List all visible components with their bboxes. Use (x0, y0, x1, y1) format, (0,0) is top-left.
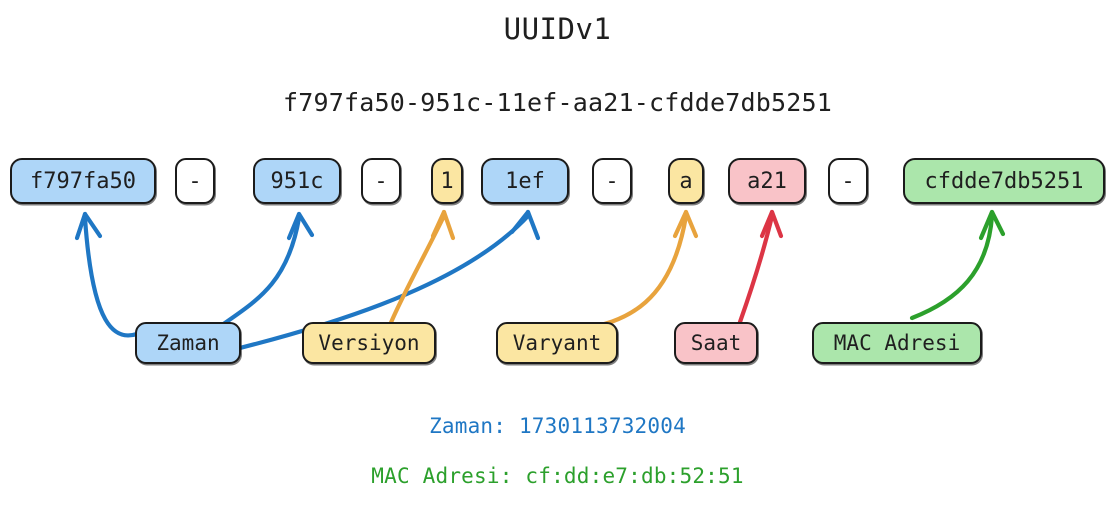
segment-separator-3: - (592, 158, 632, 204)
segment-box-time-high[interactable]: 1ef (481, 158, 569, 204)
arrow-zaman-to-time-low (74, 211, 149, 338)
page-title: UUIDv1 (503, 12, 612, 46)
label-box-saat[interactable]: Saat (674, 322, 758, 364)
arrow-mac-to-node (909, 209, 1006, 321)
segment-box-time-mid[interactable]: 951c (253, 158, 341, 204)
segment-box-version[interactable]: 1 (431, 158, 463, 204)
legend-mac: MAC Adresi: cf:dd:e7:db:52:51 (371, 464, 744, 488)
segment-box-variant[interactable]: a (668, 158, 704, 204)
segment-separator-2: - (361, 158, 401, 204)
arrow-saat-to-clock (737, 209, 784, 325)
uuid-string: f797fa50-951c-11ef-aa21-cfdde7db5251 (282, 88, 833, 117)
segment-box-time-low[interactable]: f797fa50 (10, 158, 156, 204)
label-box-zaman[interactable]: Zaman (135, 322, 241, 364)
label-box-versiyon[interactable]: Versiyon (302, 322, 436, 364)
label-box-varyant[interactable]: Varyant (496, 322, 618, 364)
legend-zaman: Zaman: 1730113732004 (429, 414, 686, 438)
segment-separator-1: - (175, 158, 215, 204)
arrow-versiyon-to-version (387, 209, 456, 328)
label-box-mac-adresi[interactable]: MAC Adresi (812, 322, 982, 364)
segment-box-node[interactable]: cfdde7db5251 (903, 158, 1105, 204)
arrow-zaman-to-time-mid (219, 211, 315, 328)
segment-box-clock-seq[interactable]: a21 (728, 158, 806, 204)
segment-separator-4: - (828, 158, 868, 204)
arrow-varyant-to-variant (569, 209, 699, 333)
